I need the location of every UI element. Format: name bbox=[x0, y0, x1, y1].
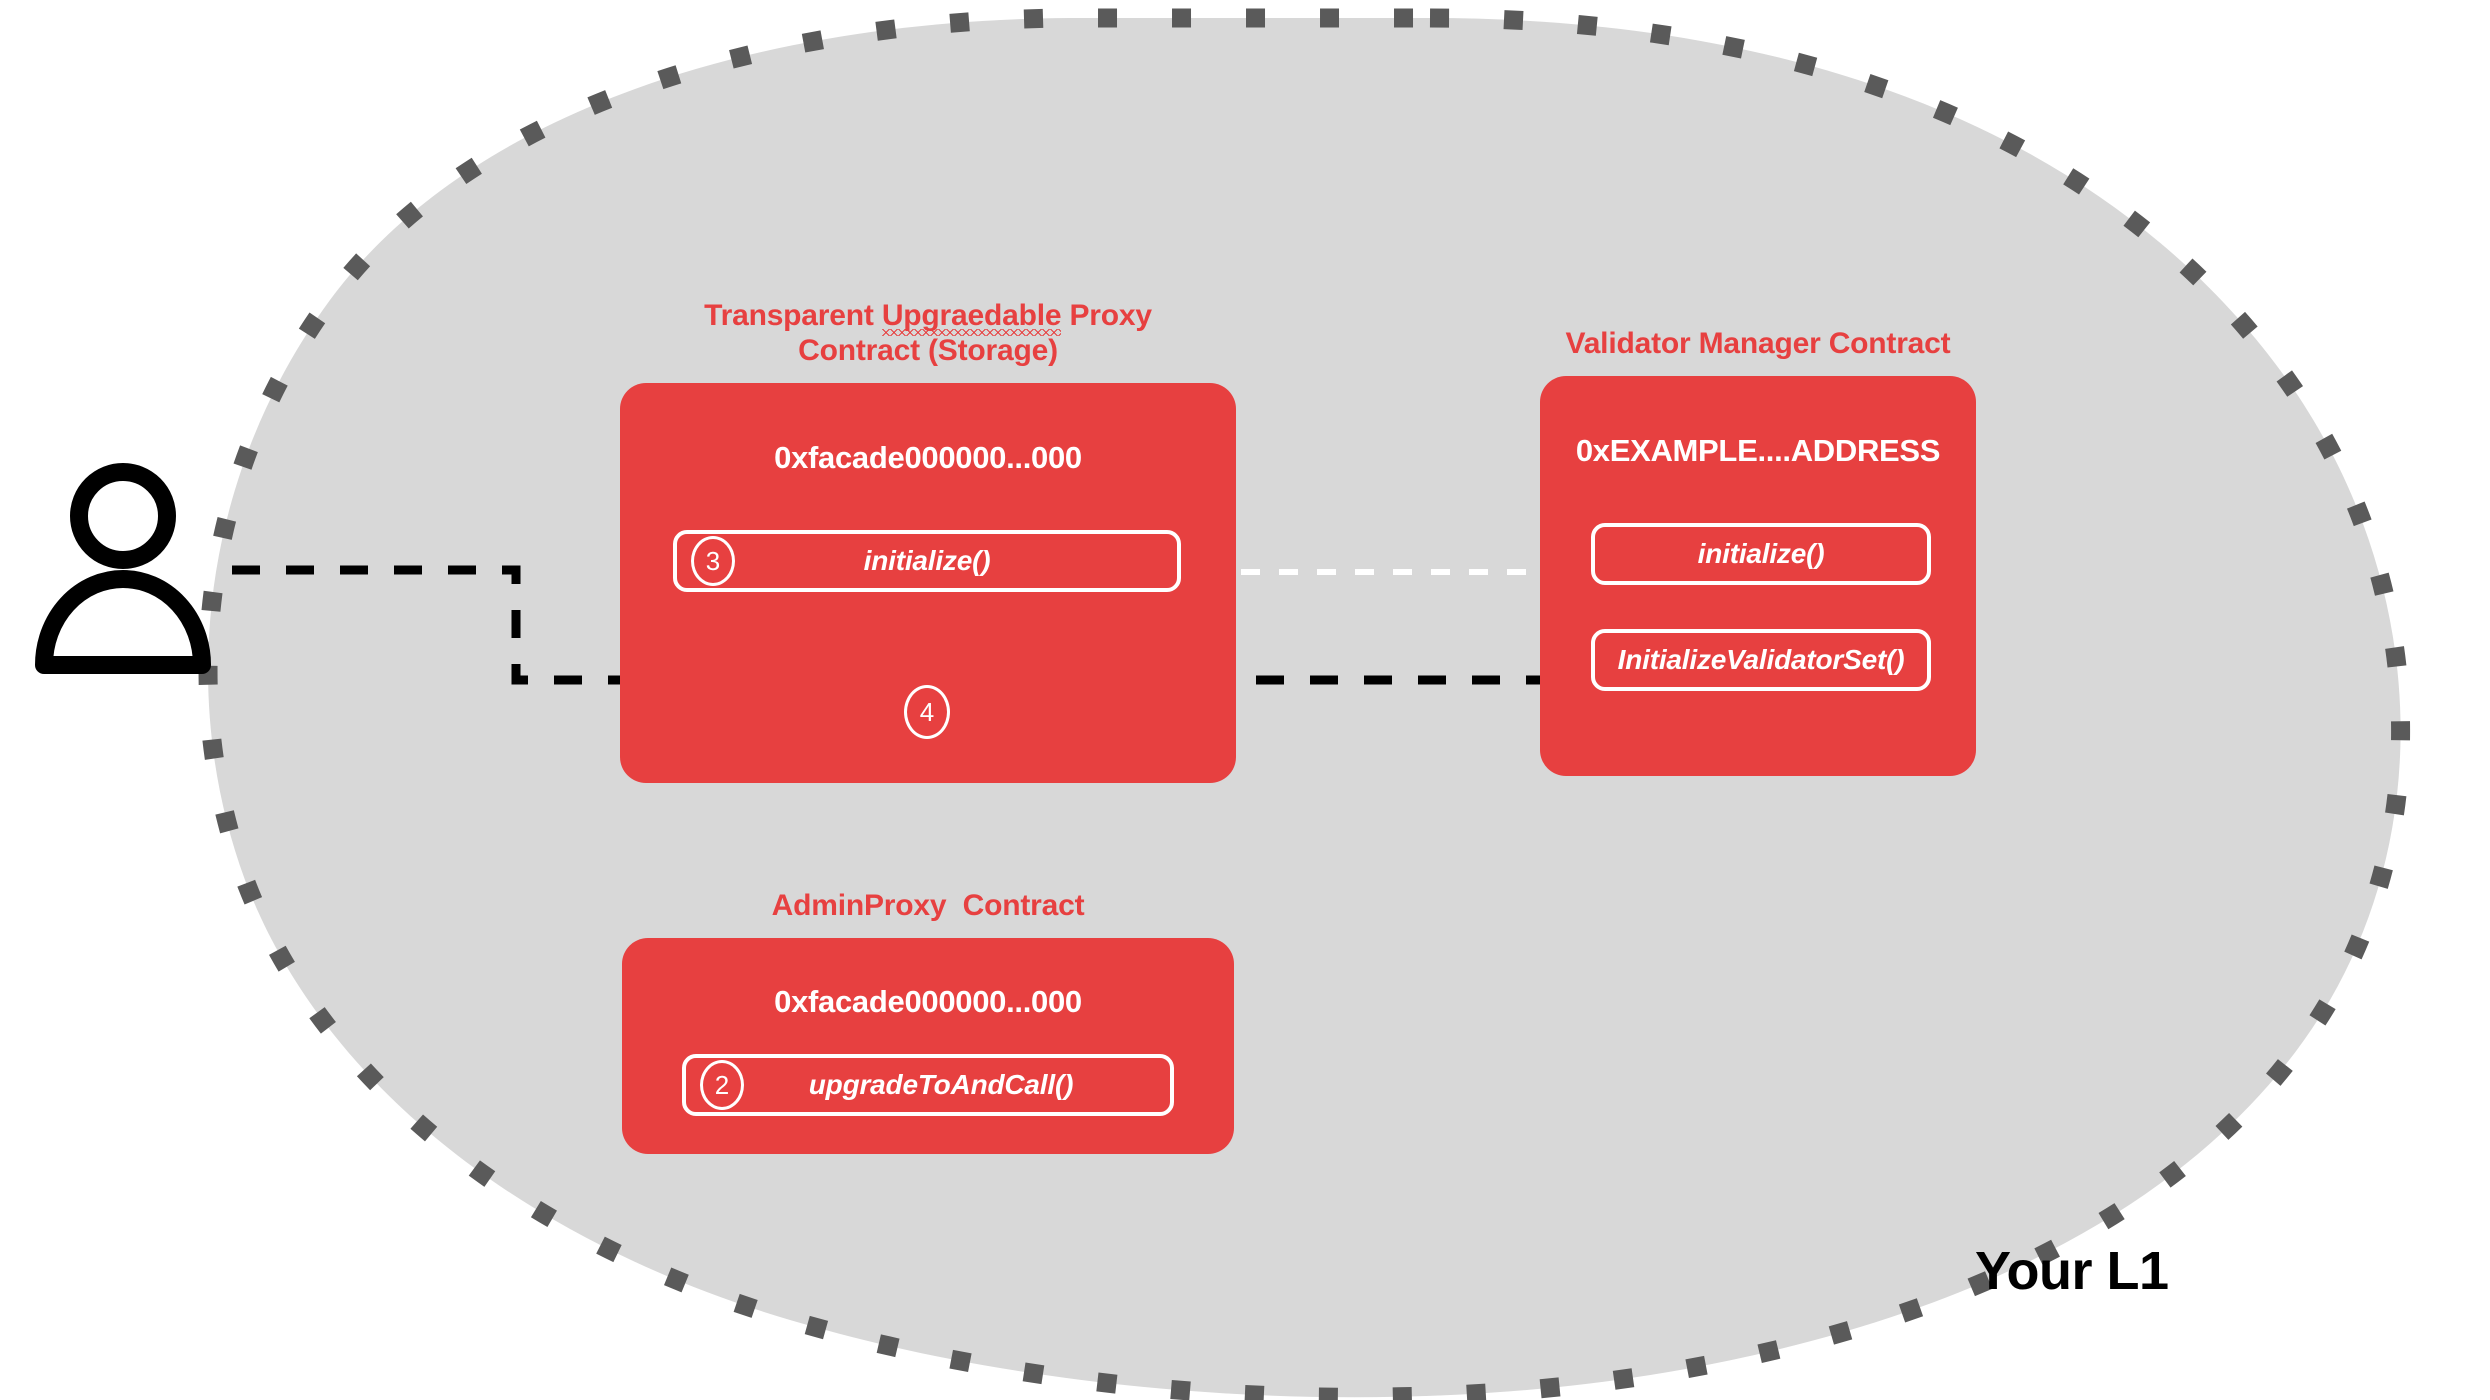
contract-admin-proxy: AdminProxy Contract 0xfacade000000...000… bbox=[622, 888, 1234, 1155]
contract-box-transparent-proxy[interactable]: 0xfacade000000...000 3 initialize() 4 bbox=[620, 383, 1236, 784]
step-badge-3: 3 bbox=[691, 536, 735, 587]
contract-title-admin-proxy: AdminProxy Contract bbox=[771, 889, 1085, 922]
function-pill-initialize-validator-set[interactable]: InitializeValidatorSet() bbox=[1591, 629, 1931, 692]
contract-box-admin-proxy[interactable]: 0xfacade000000...000 2 upgradeToAndCall(… bbox=[622, 938, 1234, 1155]
step-badge-2: 2 bbox=[700, 1060, 744, 1111]
function-label-initialize: initialize() bbox=[863, 545, 991, 577]
function-label-upgrade-to-and-call: upgradeToAndCall() bbox=[808, 1069, 1074, 1101]
function-pill-initialize-manager[interactable]: initialize() bbox=[1591, 523, 1931, 586]
contract-address-transparent-proxy: 0xfacade000000...000 bbox=[774, 440, 1082, 476]
user-person-icon bbox=[35, 463, 211, 674]
title-misspelled-word: Upgraedable bbox=[881, 299, 1062, 337]
contract-validator-manager: Validator Manager Contract 0xEXAMPLE....… bbox=[1540, 326, 1976, 777]
l1-region-fill bbox=[208, 18, 2401, 1398]
function-pill-initialize[interactable]: 3 initialize() bbox=[673, 530, 1181, 593]
contract-box-validator-manager[interactable]: 0xEXAMPLE....ADDRESS initialize() Initia… bbox=[1540, 376, 1976, 777]
function-label-initialize-validator-set: InitializeValidatorSet() bbox=[1617, 644, 1905, 676]
title-segment-c: Proxy bbox=[1061, 299, 1152, 332]
contract-title-validator-manager: Validator Manager Contract bbox=[1565, 327, 1951, 360]
function-label-initialize-manager: initialize() bbox=[1697, 538, 1825, 570]
contract-address-admin-proxy: 0xfacade000000...000 bbox=[774, 984, 1082, 1020]
region-label-your-l1: Your L1 bbox=[1975, 1241, 2169, 1301]
title-segment-a: Transparent bbox=[704, 299, 882, 332]
contract-address-validator-manager: 0xEXAMPLE....ADDRESS bbox=[1575, 433, 1941, 469]
title-line-2: Contract (Storage) bbox=[798, 334, 1058, 368]
function-pill-upgrade-to-and-call[interactable]: 2 upgradeToAndCall() bbox=[682, 1054, 1174, 1117]
step-badge-4: 4 bbox=[904, 685, 950, 740]
